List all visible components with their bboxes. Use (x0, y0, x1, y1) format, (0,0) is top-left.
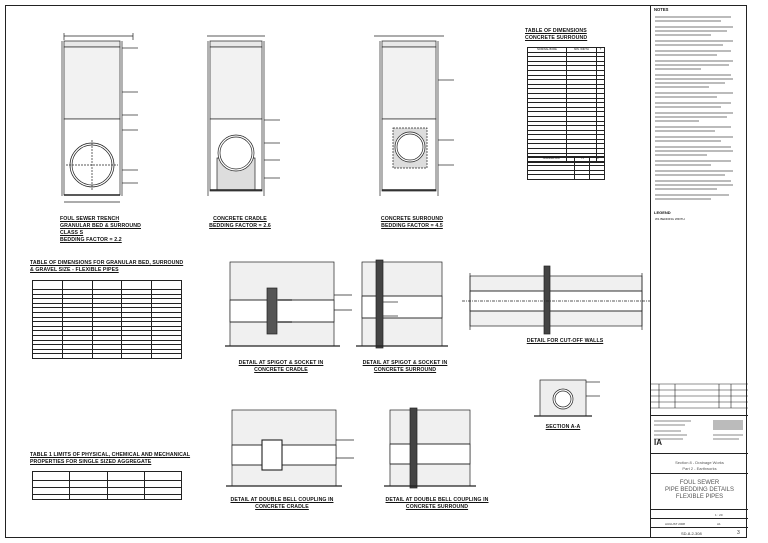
legend-heading: LEGEND (654, 210, 671, 215)
table-row (31, 480, 183, 488)
title-line: BEDDING FACTOR = 2.6 (209, 223, 271, 229)
title-line: GRANULAR BED & SURROUND (60, 223, 141, 229)
part-label: Part 2 - Earthworks (682, 466, 717, 471)
title-line: CONCRETE CRADLE (255, 504, 309, 510)
title-line: CLASS S (60, 230, 84, 236)
revision-grid (651, 383, 748, 409)
title-line: TABLE 1 LIMITS OF PHYSICAL, CHEMICAL AND… (30, 452, 191, 458)
title-table-limits: TABLE 1 LIMITS OF PHYSICAL, CHEMICAL AND… (30, 452, 200, 466)
title-line: TABLE OF DIMENSIONS (525, 28, 587, 34)
title-block: NOTES LEGEND W1 BEDDING WIDTH (650, 5, 748, 538)
detail-bell-cradle (226, 409, 354, 487)
title-detail-3: CONCRETE SURROUND BEDDING FACTOR = 4.5 (372, 216, 452, 230)
title-line: SECTION A-A (545, 424, 581, 430)
drawing-title-line-2: PIPE BEDDING DETAILS (665, 487, 734, 493)
title-detail-1: FOUL SEWER TRENCH GRANULAR BED & SURROUN… (60, 216, 150, 244)
title-detail-2: CONCRETE CRADLE BEDDING FACTOR = 2.6 (200, 216, 280, 230)
address-block: IA (651, 415, 748, 447)
title-line: DETAIL AT SPIGOT & SOCKET IN (362, 360, 448, 366)
logo: IA (654, 438, 662, 447)
title-line: CONCRETE SURROUND (380, 216, 444, 222)
date-row: AUGUST 2008 A1 (651, 518, 748, 527)
title-line: DETAIL AT DOUBLE BELL COUPLING IN (230, 497, 334, 503)
section-label: Section 8 - Drainage Works (675, 460, 724, 465)
title-line: DETAIL AT DOUBLE BELL COUPLING IN (385, 497, 489, 503)
table-row (32, 316, 182, 323)
title-cutoff: DETAIL FOR CUT-OFF WALLS (520, 338, 610, 345)
drawing-number: SD-8-2-308 (681, 531, 702, 536)
table-row (31, 494, 183, 500)
title-line: FOUL SEWER TRENCH (60, 216, 120, 222)
drawing-number-row: SD-8-2-308 3 (651, 527, 748, 538)
title-bell-cradle: DETAIL AT DOUBLE BELL COUPLING IN CONCRE… (220, 497, 344, 511)
table-row (32, 353, 182, 359)
section-block: Section 8 - Drainage Works Part 2 - Eart… (651, 453, 748, 473)
date-value: AUGUST 2008 (665, 522, 685, 526)
detail-spigot-cradle (225, 261, 352, 347)
title-line: CONCRETE CRADLE (213, 216, 267, 222)
revision-number: 3 (737, 530, 740, 536)
title-line: DETAIL FOR CUT-OFF WALLS (526, 338, 604, 344)
detail-spigot-surround (356, 259, 448, 349)
title-line: CONCRETE SURROUND (405, 504, 469, 510)
notes-text-lines (655, 16, 733, 200)
title-spigot-cradle: DETAIL AT SPIGOT & SOCKET IN CONCRETE CR… (226, 360, 336, 374)
table-granular-bed (32, 280, 182, 359)
drawing-title-block: FOUL SEWER PIPE BEDDING DETAILS FLEXIBLE… (651, 473, 748, 509)
title-table-concrete: TABLE OF DIMENSIONS CONCRETE SURROUND (525, 28, 605, 42)
title-table-granular: TABLE OF DIMENSIONS FOR GRANULAR BED, SU… (30, 260, 190, 274)
title-line: TABLE OF DIMENSIONS FOR GRANULAR BED, SU… (30, 260, 184, 266)
detail-granular-trench (61, 33, 138, 203)
drawing-title-line-3: FLEXIBLE PIPES (675, 494, 724, 500)
detail-bell-surround (384, 407, 476, 489)
title-line: DETAIL AT SPIGOT & SOCKET IN (238, 360, 324, 366)
address-lines (654, 420, 743, 440)
scale-value: 1 : 20 (715, 513, 723, 517)
title-line: & GRAVEL SIZE - FLEXIBLE PIPES (30, 267, 119, 273)
detail-cutoff-wall (462, 265, 650, 335)
title-spigot-surround: DETAIL AT SPIGOT & SOCKET IN CONCRETE SU… (350, 360, 460, 374)
title-line: CONCRETE SURROUND (525, 35, 588, 41)
scale-row: 1 : 20 (651, 509, 748, 518)
detail-concrete-surround (374, 35, 454, 196)
drawing-sheet-border (5, 5, 747, 538)
notes-heading: NOTES (654, 7, 669, 12)
sheet-size: A1 (717, 522, 721, 526)
title-line: BEDDING FACTOR = 4.5 (381, 223, 443, 229)
legend-item: W1 BEDDING WIDTH (655, 217, 685, 221)
table-row (526, 174, 605, 180)
detail-section-aa (534, 379, 600, 417)
title-line: BEDDING FACTOR = 2.2 (60, 237, 122, 243)
title-line: CONCRETE CRADLE (254, 367, 308, 373)
table-row (31, 487, 183, 495)
table-limits-aggregate (31, 471, 183, 500)
detail-concrete-cradle (207, 35, 280, 196)
drawing-title-line-1: FOUL SEWER (679, 480, 720, 486)
title-section: SECTION A-A (538, 424, 588, 431)
title-bell-surround: DETAIL AT DOUBLE BELL COUPLING IN CONCRE… (375, 497, 499, 511)
title-line: PROPERTIES FOR SINGLE SIZED AGGREGATE (30, 459, 152, 465)
title-line: CONCRETE SURROUND (373, 367, 437, 373)
